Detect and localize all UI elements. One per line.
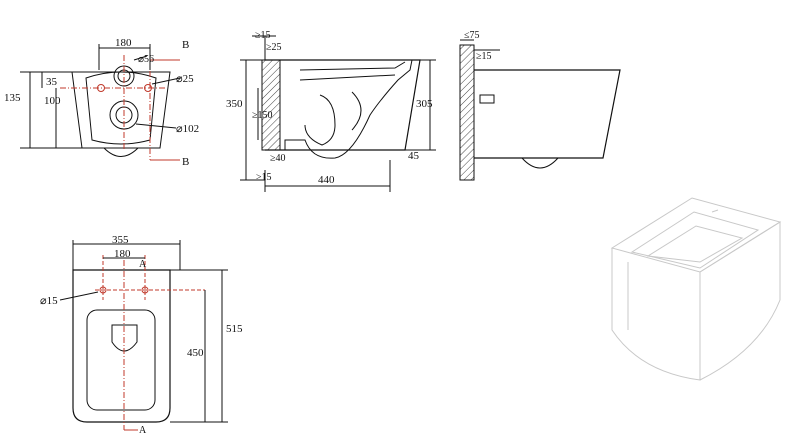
side-section (240, 35, 436, 192)
top-hole-to-front: 450 (187, 347, 204, 359)
top-view-labels: 355 180 A A ⌀15 515 450 (40, 234, 243, 436)
top-hole-label: ⌀15 (40, 295, 58, 307)
wall-view-bulge (521, 157, 559, 169)
top-view (59, 240, 228, 431)
render-top-face (610, 197, 782, 273)
wall-view-labels: ≤75 ≥15 (464, 30, 492, 62)
wall-hatch (459, 44, 475, 181)
side-floor-gap: ≥15 (256, 172, 272, 183)
top-total-length: 515 (226, 323, 243, 335)
side-depth: 440 (318, 174, 335, 186)
wall-bracket (479, 94, 495, 104)
front-section-b-top: B (182, 39, 189, 51)
render-front-face (611, 248, 701, 381)
front-body-outline (71, 71, 171, 149)
front-section-b-bottom: B (182, 156, 189, 168)
wall-view-body (474, 69, 621, 159)
front-inlet-label: ⌀56 (138, 54, 154, 65)
top-section-a-bottom: A (139, 425, 147, 436)
front-hole-label: ⌀25 (176, 73, 194, 85)
side-top-clearance: ≥15 (255, 30, 271, 41)
front-bottom-bulge (103, 147, 139, 157)
side-trap (304, 94, 336, 146)
front-outlet-label: ⌀102 (176, 123, 199, 135)
top-drain (111, 324, 138, 352)
front-view-labels: 180 ⌀56 B B ⌀25 135 35 100 ⌀102 (4, 37, 199, 168)
front-height-label: 135 (4, 92, 21, 104)
front-view (20, 44, 181, 161)
side-rim-line (299, 61, 406, 71)
wall-gap-label: ≥15 (476, 51, 492, 62)
render-side-face (699, 221, 781, 381)
front-spacing-label: 100 (44, 95, 61, 107)
top-body-outline (72, 269, 171, 423)
side-bowl-outline (265, 59, 413, 159)
side-rim-offset: 45 (408, 150, 420, 162)
wall-thickness-label: ≤75 (464, 30, 480, 41)
front-inner-outline (85, 71, 157, 145)
top-bowl-opening (86, 309, 156, 411)
side-total-height: 350 (226, 98, 243, 110)
side-section-labels: ≥15 ≥25 350 ≥150 305 ≥40 ≥15 45 440 (226, 30, 433, 186)
top-hole-spacing: 180 (114, 248, 131, 260)
side-outlet-height: ≥150 (252, 110, 273, 121)
top-section-a-top: A (139, 259, 147, 270)
top-overall-width: 355 (112, 234, 129, 246)
side-bottom-gap: ≥40 (270, 153, 286, 164)
product-render (610, 197, 782, 381)
front-width-label: 180 (115, 37, 132, 49)
side-bowl-height: 305 (416, 98, 433, 110)
side-wall-block (261, 59, 281, 151)
front-offset-label: 35 (46, 76, 58, 88)
wall-view (459, 39, 621, 181)
side-wall-gap: ≥25 (266, 42, 282, 53)
